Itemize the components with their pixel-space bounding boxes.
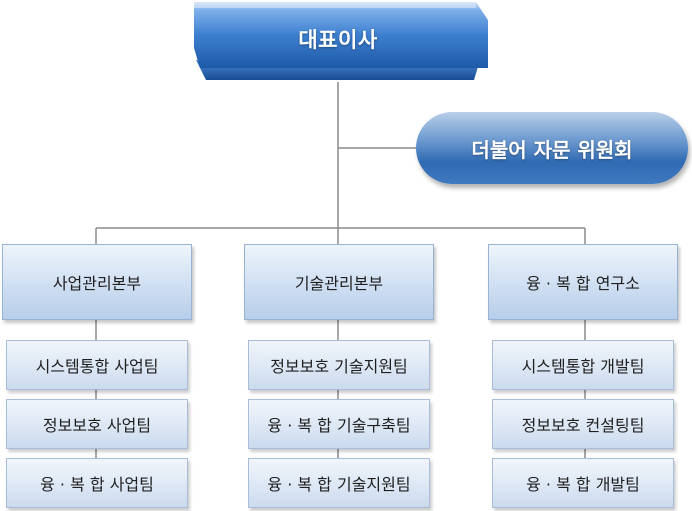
ceo-banner-shape [194,2,488,80]
ceo-box: 대표이사 [298,28,378,52]
team-box: 융 · 복 합 사업팀 [6,458,188,508]
team-box: 융 · 복 합 기술구축팀 [248,399,430,449]
team-box: 정보보호 사업팀 [6,399,188,449]
division-business-management: 사업관리본부 [2,244,192,320]
team-box: 정보보호 컨설팅팀 [492,399,674,449]
division-convergence-lab: 융 · 복 합 연구소 [488,244,678,320]
team-box: 시스템통합 사업팀 [6,340,188,390]
team-box: 정보보호 기술지원팀 [248,340,430,390]
advisory-committee-box: 더불어 자문 위원회 [416,112,688,184]
team-box: 시스템통합 개발팀 [492,340,674,390]
division-technology-management: 기술관리본부 [244,244,434,320]
team-box: 융 · 복 합 기술지원팀 [248,458,430,508]
team-box: 융 · 복 합 개발팀 [492,458,674,508]
